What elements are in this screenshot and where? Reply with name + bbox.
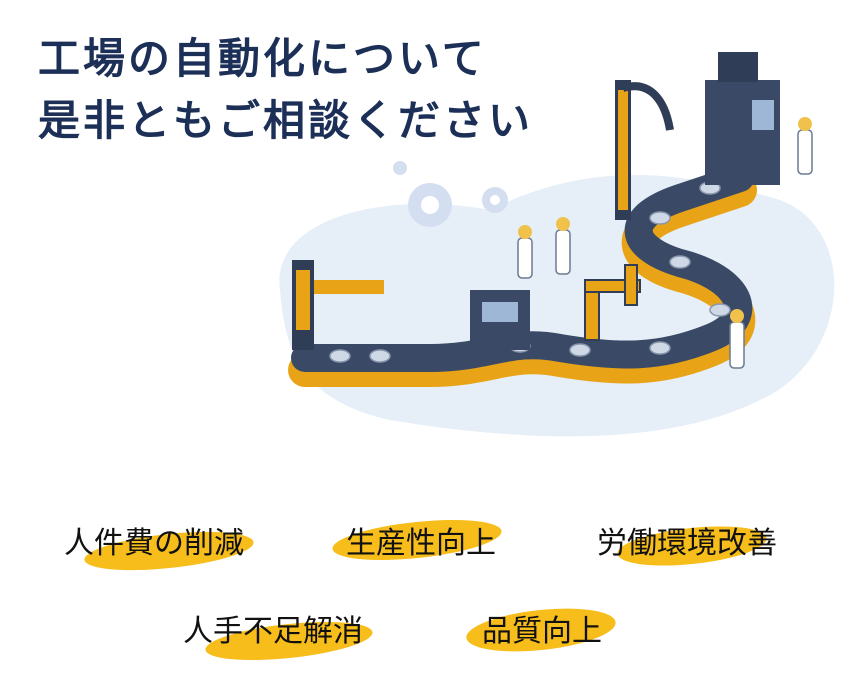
assembly-tower (615, 80, 674, 220)
loader-machine (292, 260, 384, 350)
benefit-label: 人手不足解消 (183, 614, 363, 649)
benefit-label: 労働環境改善 (597, 526, 777, 561)
control-unit (470, 290, 530, 350)
gear-icon (393, 161, 508, 227)
headline-line-2: 是非ともご相談ください (38, 96, 534, 145)
robot-arm (584, 264, 641, 341)
benefit-label: 品質向上 (482, 614, 602, 649)
benefit-labor-shortage: 人手不足解消 (183, 606, 375, 667)
benefit-reduce-labor-cost: 人件費の削減 (64, 518, 256, 577)
worker-figures (517, 117, 813, 369)
benefit-label: 生産性向上 (346, 526, 496, 561)
factory-conveyor-illustration (279, 52, 835, 437)
right-machine (705, 52, 780, 185)
headline-line-1: 工場の自動化について (38, 34, 487, 83)
benefit-productivity: 生産性向上 (330, 513, 504, 567)
benefit-label: 人件費の削減 (64, 526, 244, 561)
headline: 工場の自動化について 是非ともご相談ください (38, 28, 533, 152)
benefit-work-environment: 労働環境改善 (597, 518, 777, 572)
benefit-quality: 品質向上 (464, 602, 618, 658)
